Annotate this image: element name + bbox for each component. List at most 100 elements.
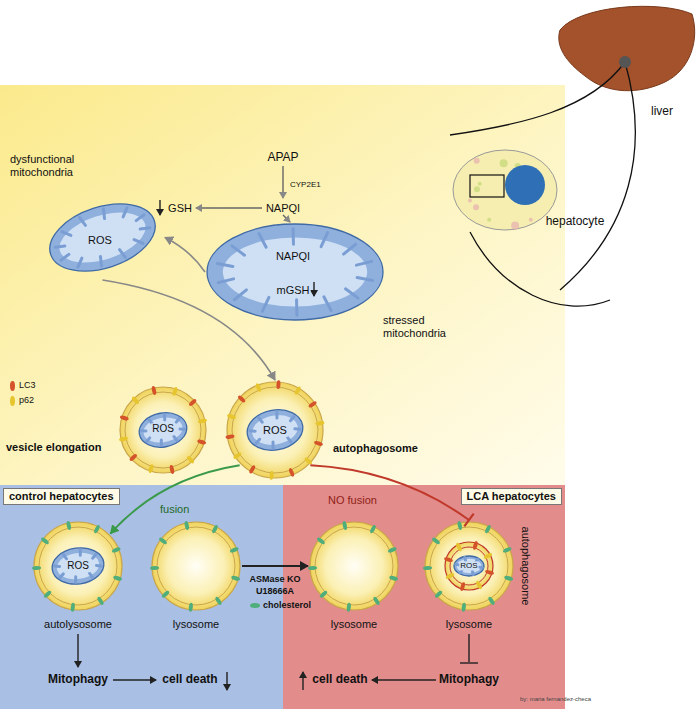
text-label: by: maria fernandez-checa: [520, 696, 591, 703]
vesicle-membrane: [444, 541, 495, 592]
node-label: mGSH: [276, 284, 311, 297]
legend-swatch: [250, 603, 260, 608]
inhibition-bar: [464, 514, 473, 527]
node-label: ROS: [66, 560, 90, 572]
nucleus: [505, 165, 545, 205]
decrease-arrow: [313, 282, 314, 296]
connector: [310, 465, 469, 520]
liver-shape: [559, 6, 695, 90]
text-label: cell death: [162, 673, 217, 687]
connector: [103, 280, 276, 380]
lyso-shape: [308, 520, 400, 612]
text-label: ASMase KO: [249, 574, 300, 584]
text-label: hepatocyte: [546, 215, 605, 229]
mitochondrion: [454, 556, 484, 576]
node-label: autophagosome: [333, 442, 418, 455]
text-label: Mitophagy: [48, 673, 108, 687]
node-label: dysfunctional mitochondria: [10, 153, 110, 178]
panel-heading: control hepatocytes: [3, 488, 120, 505]
organelle: [478, 182, 482, 186]
text-label: GSH: [168, 202, 192, 215]
yellow-region: [0, 85, 565, 485]
lysosome-with-autophagosome: ROSlysosomeautophagosome: [423, 520, 515, 612]
hepatocyte-cell: [453, 150, 557, 230]
increase-arrow: [302, 672, 303, 690]
inhibition-line: [468, 634, 469, 662]
organelle: [500, 159, 508, 167]
edge-label: fusion: [160, 503, 189, 516]
control-panel: control hepatocytesROSautolysosomelysoso…: [0, 485, 283, 709]
edge-label: NO fusion: [328, 494, 377, 507]
mitochondrion: [41, 192, 164, 284]
organelle: [474, 158, 480, 164]
mitochondrion: [136, 409, 189, 451]
organelle: [468, 199, 472, 203]
connector: [242, 565, 308, 567]
connector: [111, 465, 240, 533]
node-label: lysosome: [446, 618, 492, 631]
node-label: ROS: [459, 561, 478, 570]
vesicle-membrane: [119, 386, 208, 475]
flow-arrow: [113, 679, 156, 680]
vesicle-membrane: [225, 380, 324, 480]
text-label: cell death: [312, 673, 367, 687]
reaction-arrow: [282, 166, 283, 198]
vesicle-membrane: [308, 521, 399, 612]
hilum: [619, 56, 631, 68]
vesicle-membrane: [32, 521, 123, 612]
legend-swatch: [10, 381, 15, 391]
text-label: Mitophagy: [439, 673, 499, 687]
organelle: [474, 186, 480, 192]
legend-label: cholesterol: [263, 600, 311, 610]
text-label: CYP2E1: [290, 180, 321, 189]
mitochondrion: [244, 405, 306, 454]
legend-swatch: [10, 396, 15, 406]
vesicle-membrane: [423, 521, 514, 612]
legend-label: p62: [19, 395, 34, 405]
node-label: ROS: [87, 234, 113, 247]
node-label: stressed mitochondria: [383, 314, 463, 339]
organelle: [473, 204, 479, 210]
inhibition-bar: [460, 662, 478, 663]
mito-shape: [205, 222, 385, 322]
flow-arrow: [372, 679, 436, 680]
decrease-arrow: [159, 200, 160, 215]
flow-arrow: [77, 634, 78, 667]
text-label: NAPQI: [266, 202, 300, 215]
panel-heading: LCA hepatocytes: [461, 488, 562, 505]
lobule-lines: [450, 62, 635, 306]
dysfunctional-mitochondrion: dysfunctional mitochondriaROS: [40, 195, 165, 280]
organelle: [511, 221, 519, 229]
zoom-box: [470, 175, 504, 197]
text-label: liver: [651, 105, 673, 119]
connector: [165, 238, 205, 273]
node-label: vesicle elongation: [6, 441, 101, 454]
mitochondrion: [207, 224, 383, 320]
node-label: NAPQI: [275, 250, 311, 263]
reaction-arrow: [196, 207, 262, 208]
organelle: [487, 218, 491, 222]
text-label: APAP: [267, 151, 298, 165]
node-label: ROS: [151, 423, 175, 435]
text-label: U18666A: [256, 586, 294, 596]
node-label: autolysosome: [44, 618, 112, 631]
node-label: lysosome: [331, 618, 377, 631]
node-label: autophagosome: [520, 527, 533, 606]
node-label: ROS: [262, 424, 288, 437]
stressed-mitochondrion: NAPQImGSHstressed mitochondria: [205, 222, 385, 322]
lysosome: lysosome: [308, 520, 400, 612]
organelle: [529, 218, 533, 222]
node-label: lysosome: [173, 618, 219, 631]
autophagosome: ROSautophagosome: [225, 380, 325, 480]
lyso-shape: [150, 520, 242, 612]
autolysosome: ROSautolysosome: [32, 520, 124, 612]
lysosome: lysosome: [150, 520, 242, 612]
elongating-vesicle: ROSvesicle elongation: [118, 385, 208, 475]
legend-label: LC3: [19, 380, 36, 390]
decrease-arrow: [226, 672, 227, 690]
vesicle-membrane: [150, 521, 241, 612]
mitochondrion: [50, 545, 107, 588]
